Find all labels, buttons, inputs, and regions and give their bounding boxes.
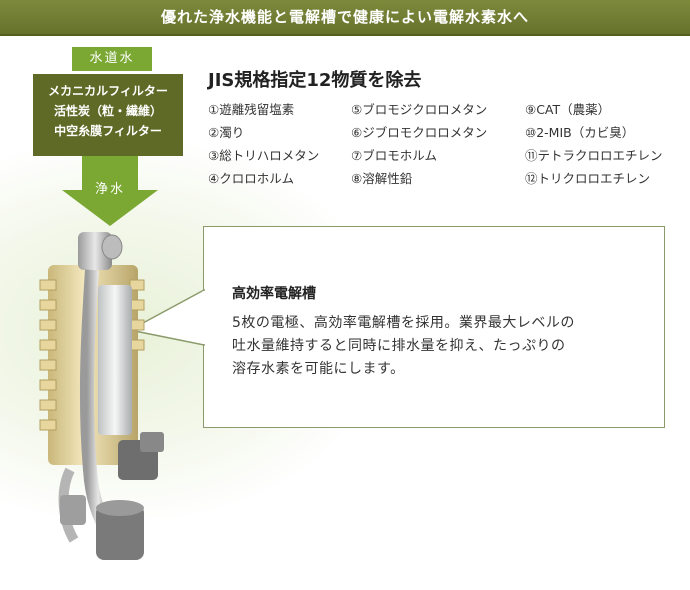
callout-line: 吐水量維持すると同時に排水量を抑え、たっぷりの (232, 338, 566, 354)
jis-item: ①遊離残留塩素 (208, 102, 295, 117)
tap-water-label: 水道水 (72, 47, 152, 71)
filter-stack: メカニカルフィルター 活性炭（粒・繊維） 中空糸膜フィルター (33, 74, 183, 156)
jis-column-2: ⑤ブロモジクロロメタン ⑥ジブロモクロロメタン ⑦ブロモホルム ⑧溶解性鉛 (351, 98, 487, 190)
jis-title: JIS規格指定12物質を除去 (208, 70, 422, 91)
callout-title: 高効率電解槽 (232, 286, 316, 302)
electrode-chamber (98, 285, 132, 435)
flow-arrow-shaft (82, 156, 138, 190)
jis-item: ⑤ブロモジクロロメタン (351, 102, 488, 117)
jis-item: ⑨CAT（農薬） (525, 102, 611, 117)
callout-box (203, 226, 665, 428)
jis-item: ⑫トリクロロエチレン (525, 171, 651, 186)
jis-column-1: ①遊離残留塩素 ②濁り ③総トリハロメタン ④クロロホルム (208, 98, 319, 190)
jis-item: ④クロロホルム (208, 171, 294, 186)
flow-arrow-head (62, 190, 158, 226)
jis-item: ⑦ブロモホルム (351, 148, 437, 163)
callout-pointer (127, 288, 205, 346)
header-title: 優れた浄水機能と電解槽で健康によい電解水素水へ (160, 8, 529, 26)
callout-line: 溶存水素を可能にします。 (232, 361, 405, 377)
jis-item: ②濁り (208, 125, 245, 140)
jis-item: ⑪テトラクロロエチレン (525, 148, 663, 163)
filter-hollow-fiber: 中空糸膜フィルター (54, 124, 162, 138)
purified-water-label: 浄水 (94, 182, 125, 197)
jis-item: ⑧溶解性鉛 (351, 171, 413, 186)
jis-item: ⑥ジブロモクロロメタン (351, 125, 488, 140)
jis-column-3: ⑨CAT（農薬） ⑩2-MIB（カビ臭） ⑪テトラクロロエチレン ⑫トリクロロエ… (525, 98, 663, 190)
filter-mechanical: メカニカルフィルター (48, 84, 168, 98)
jis-item: ⑩2-MIB（カビ臭） (525, 125, 635, 140)
bottom-valve (96, 505, 144, 560)
jis-item: ③総トリハロメタン (208, 148, 320, 163)
callout-body: 5枚の電極、高効率電解槽を採用。業界最大レベルの 吐水量維持すると同時に排水量を… (232, 312, 652, 381)
callout-line: 5枚の電極、高効率電解槽を採用。業界最大レベルの (232, 315, 575, 331)
filter-activated-carbon: 活性炭（粒・繊維） (53, 104, 162, 118)
header-banner: 優れた浄水機能と電解槽で健康によい電解水素水へ (0, 0, 690, 36)
